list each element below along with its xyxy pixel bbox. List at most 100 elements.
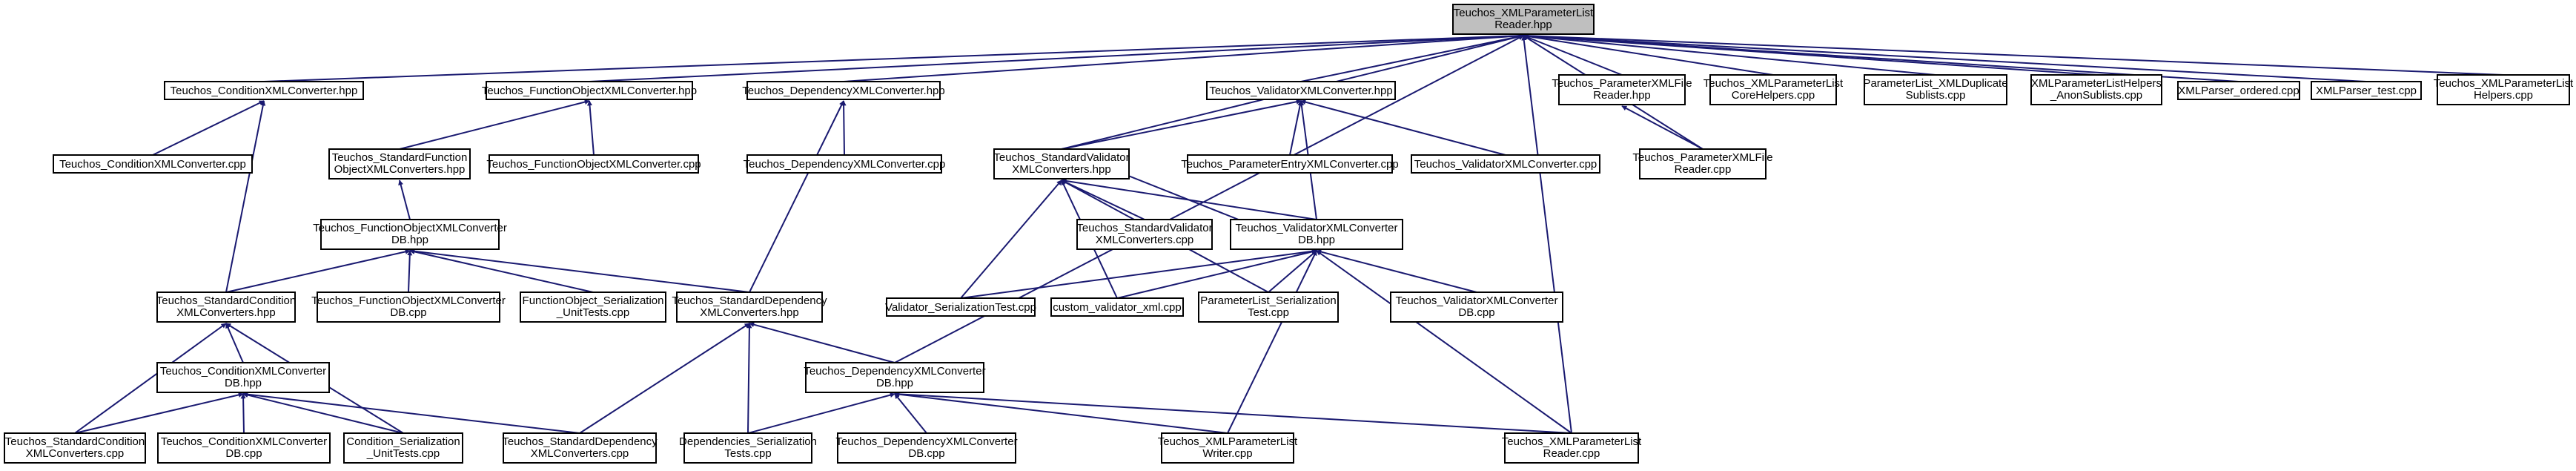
node-label: ParameterList_Serialization	[1200, 294, 1336, 307]
node-label: ParameterList_XMLDuplicate	[1863, 77, 2007, 90]
node-parser_test[interactable]: XMLParser_test.cpp	[2311, 81, 2422, 100]
node-label: _UnitTests.cpp	[366, 447, 440, 460]
node-label: Teuchos_ValidatorXMLConverter	[1235, 222, 1397, 234]
node-cond_conv_cpp[interactable]: Teuchos_ConditionXMLConverter.cpp	[53, 154, 253, 174]
node-param_entry_cpp[interactable]: Teuchos_ParameterEntryXMLConverter.cpp	[1181, 154, 1399, 174]
node-val_conv_cpp[interactable]: Teuchos_ValidatorXMLConverter.cpp	[1411, 154, 1600, 174]
node-cond_ser_tests[interactable]: Condition_Serialization_UnitTests.cpp	[343, 432, 463, 464]
node-func_conv_cpp[interactable]: Teuchos_FunctionObjectXMLConverter.cpp	[486, 154, 701, 174]
node-box	[1558, 74, 1686, 105]
node-std_val_cpp[interactable]: Teuchos_StandardValidatorXMLConverters.c…	[1076, 219, 1213, 250]
node-label: Teuchos_ConditionXMLConverter	[160, 365, 326, 378]
edge-dup_sublists-to-root	[1523, 33, 1936, 76]
node-label: Teuchos_ValidatorXMLConverter	[1395, 294, 1557, 307]
edge-val_ser_test-to-std_val_hpp	[960, 179, 1062, 299]
node-label: XMLParser_test.cpp	[2316, 85, 2417, 97]
edge-reader_cpp-to-dep_db_hpp	[894, 391, 1572, 434]
node-helpers_cpp[interactable]: Teuchos_XMLParameterListHelpers.cpp	[2434, 74, 2574, 105]
node-label: DB.cpp	[390, 306, 426, 319]
node-label: XMLConverters.hpp	[176, 306, 275, 319]
node-label: DB.hpp	[1298, 234, 1335, 246]
node-dep_conv_hpp[interactable]: Teuchos_DependencyXMLConverter.hpp	[742, 81, 945, 100]
node-box	[805, 362, 984, 393]
node-val_conv_hpp[interactable]: Teuchos_ValidatorXMLConverter.hpp	[1206, 81, 1396, 100]
node-label: Teuchos_XMLParameterList	[2434, 77, 2574, 90]
edge-cond_conv_hpp-to-root	[263, 33, 1524, 82]
node-label: XMLParameterListHelpers	[2031, 77, 2162, 90]
edge-plxml_reader_cpp-to-plxml_reader_hpp	[1621, 105, 1703, 150]
node-box	[2030, 74, 2162, 105]
node-box	[1709, 74, 1837, 105]
node-label: DB.cpp	[1458, 306, 1494, 319]
edge-cond_db_hpp-to-std_cond_hpp	[225, 323, 244, 363]
edge-func_ser_tests-to-func_db_hpp	[409, 248, 594, 293]
node-std_cond_hpp[interactable]: Teuchos_StandardConditionXMLConverters.h…	[156, 292, 296, 323]
node-label: XMLConverters.hpp	[700, 306, 798, 319]
node-anon_sublists[interactable]: XMLParameterListHelpers_AnonSublists.cpp	[2030, 74, 2162, 105]
node-label: Teuchos_XMLParameterList	[1703, 77, 1844, 90]
node-label: Teuchos_ConditionXMLConverter.hpp	[170, 85, 358, 97]
edge-pl_ser_test-to-val_db_hpp	[1268, 250, 1317, 293]
node-label: Condition_Serialization	[346, 435, 460, 448]
node-label: XMLConverters.hpp	[1012, 163, 1110, 176]
node-label: Validator_SerializationTest.cpp	[885, 301, 1036, 314]
node-box	[1161, 432, 1294, 464]
edge-parser_test-to-root	[1523, 33, 2367, 82]
node-parser_ordered[interactable]: XMLParser_ordered.cpp	[2177, 81, 2300, 100]
node-std_val_hpp[interactable]: Teuchos_StandardValidatorXMLConverters.h…	[993, 148, 1130, 179]
edge-val_ser_test-to-val_db_hpp	[960, 248, 1317, 299]
node-box	[4, 432, 146, 464]
node-box	[1639, 148, 1767, 179]
edge-std_dep_hpp-to-func_db_hpp	[409, 248, 750, 293]
edge-std_cond_hpp-to-cond_conv_hpp	[225, 100, 266, 293]
edge-parser_ordered-to-root	[1523, 33, 2239, 82]
edge-val_db_cpp-to-val_db_hpp	[1316, 249, 1477, 293]
node-box	[320, 219, 500, 250]
node-dep_conv_cpp[interactable]: Teuchos_DependencyXMLConverter.cpp	[744, 154, 946, 174]
node-std_cond_cpp[interactable]: Teuchos_StandardConditionXMLConverters.c…	[4, 432, 146, 464]
node-label: CoreHelpers.cpp	[1732, 89, 1815, 102]
node-label: DB.cpp	[908, 447, 944, 460]
node-box	[157, 432, 331, 464]
node-box	[164, 81, 364, 100]
node-func_ser_tests[interactable]: FunctionObject_Serialization_UnitTests.c…	[520, 292, 666, 323]
node-label: _UnitTests.cpp	[556, 306, 629, 319]
node-label: Teuchos_StandardValidator	[1076, 222, 1212, 234]
node-label: Teuchos_FunctionObjectXMLConverter	[313, 222, 507, 234]
node-std_dep_hpp[interactable]: Teuchos_StandardDependencyXMLConverters.…	[672, 292, 827, 323]
node-label: Writer.cpp	[1202, 447, 1252, 460]
node-val_ser_test[interactable]: Validator_SerializationTest.cpp	[885, 297, 1036, 317]
node-func_conv_hpp[interactable]: Teuchos_FunctionObjectXMLConverter.hpp	[482, 81, 697, 100]
node-std_func_hpp[interactable]: Teuchos_StandardFunctionObjectXMLConvert…	[328, 148, 471, 179]
node-box	[993, 148, 1130, 179]
edge-std_cond_cpp-to-std_cond_hpp	[74, 323, 227, 434]
node-label: Teuchos_ParameterXMLFile	[1632, 151, 1772, 164]
node-box	[1198, 292, 1339, 323]
node-box	[1864, 74, 2007, 105]
edge-writer_cpp-to-val_db_hpp	[1227, 250, 1317, 434]
node-std_dep_cpp[interactable]: Teuchos_StandardDependencyXMLConverters.…	[502, 432, 658, 464]
node-cond_conv_hpp[interactable]: Teuchos_ConditionXMLConverter.hpp	[164, 81, 364, 100]
node-label: Tests.cpp	[724, 447, 771, 460]
node-box	[1050, 297, 1184, 317]
edge-cond_ser_tests-to-cond_db_hpp	[242, 392, 404, 434]
node-custom_val[interactable]: custom_validator_xml.cpp	[1050, 297, 1184, 317]
node-label: Sublists.cpp	[1906, 89, 1966, 102]
node-pl_ser_test[interactable]: ParameterList_SerializationTest.cpp	[1198, 292, 1339, 323]
